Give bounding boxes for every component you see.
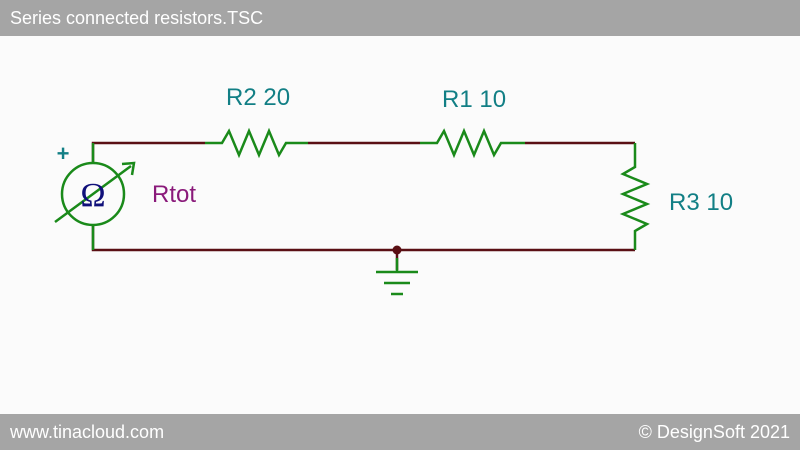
ohm-symbol: Ω [80, 177, 105, 214]
resistor-r1[interactable] [420, 127, 525, 159]
footer-url[interactable]: www.tinacloud.com [10, 422, 165, 442]
schematic-diagram: Ω + R2 20 R1 10 R3 10 Rtot [54, 84, 733, 296]
resistor-r2[interactable] [205, 127, 308, 159]
ohmmeter-arrow-head [121, 161, 136, 176]
r3-label: R3 10 [669, 189, 733, 216]
r1-label: R1 10 [442, 86, 506, 113]
schematic-canvas[interactable]: Ω + R2 20 R1 10 R3 10 Rtot [0, 36, 800, 414]
footer-bar: www.tinacloud.com © DesignSoft 2021 [0, 414, 800, 450]
plus-sign: + [57, 141, 70, 166]
ohmmeter[interactable]: Ω [54, 143, 136, 250]
title-bar: Series connected resistors.TSC [0, 0, 800, 36]
ohmmeter-body [60, 161, 126, 227]
rtot-label: Rtot [152, 181, 196, 208]
resistor-r3[interactable] [619, 143, 651, 250]
junction-dot [392, 245, 402, 255]
ground-icon [376, 258, 418, 296]
window-title: Series connected resistors.TSC [10, 8, 264, 28]
footer-copyright: © DesignSoft 2021 [638, 422, 790, 442]
ohmmeter-arrow [54, 164, 132, 224]
r2-label: R2 20 [226, 84, 290, 111]
wire-bottom [91, 226, 635, 252]
wire-top-left [91, 141, 205, 163]
